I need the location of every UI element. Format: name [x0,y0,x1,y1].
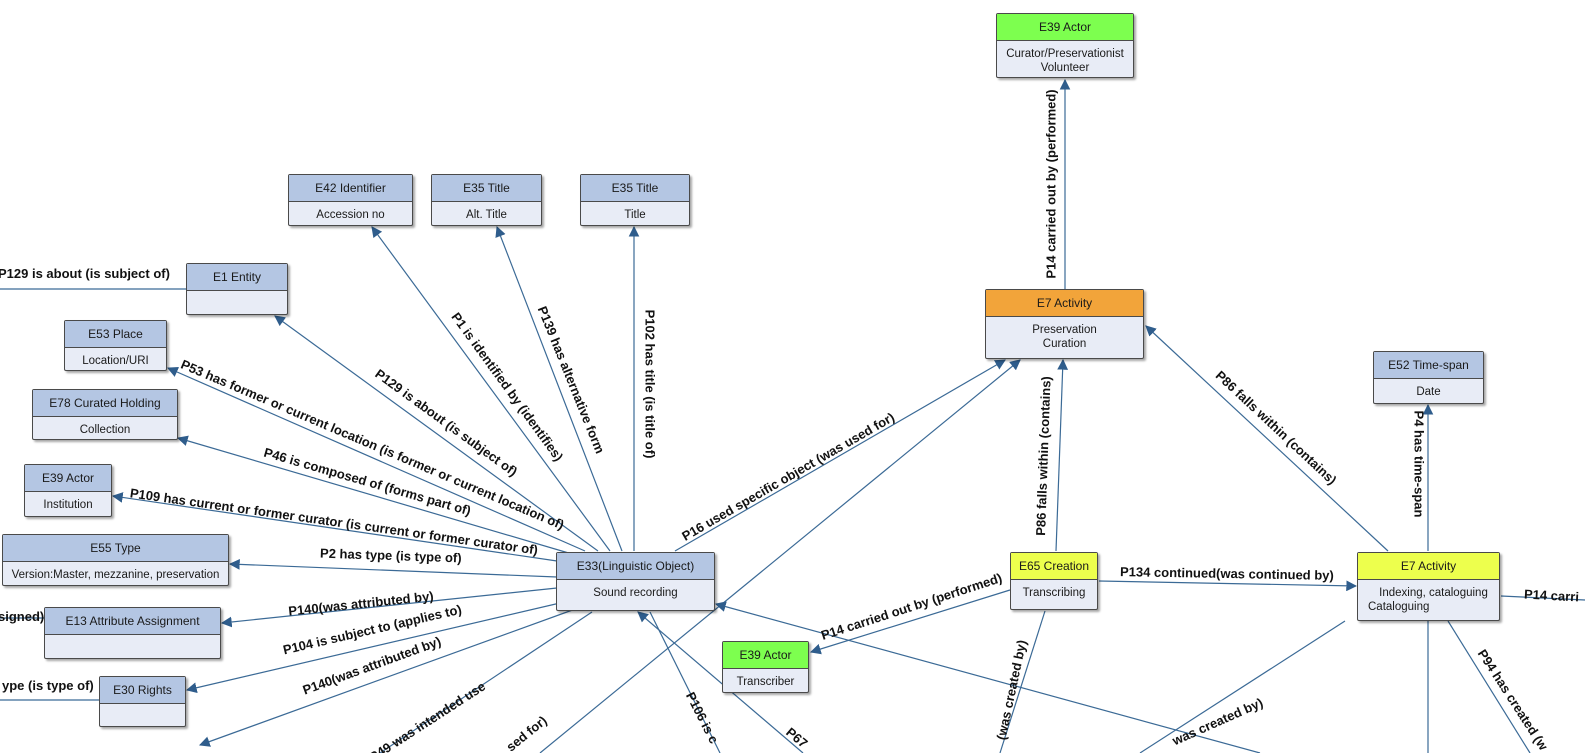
node-title-head: E35 Title [581,175,689,202]
edge-p86-creation [1055,358,1069,552]
node-actor-transcriber-body: Transcriber [723,669,808,689]
node-time-span-head: E52 Time-span [1374,352,1483,379]
node-activity-indexing[interactable]: E7 Activity Indexing, cataloguing Catalo… [1357,552,1500,621]
node-identifier-body: Accession no [289,202,412,222]
node-actor-curator-body: Curator/Preservationist Volunteer [997,41,1133,75]
node-curated-holding-body: Collection [33,417,177,437]
node-curated-holding[interactable]: E78 Curated Holding Collection [32,389,178,440]
label-p102: P102 has title (is title of) [641,309,657,459]
node-alt-title-body: Alt. Title [432,202,541,222]
node-alt-title[interactable]: E35 Title Alt. Title [431,174,542,226]
node-actor-curator-line-1: Curator/Preservationist [1006,48,1124,60]
node-actor-transcriber-line-1: Transcriber [736,676,795,688]
node-activity-preservation-body: Preservation Curation [986,317,1143,351]
edge-p14-transcriber [809,589,1011,655]
node-type[interactable]: E55 Type Version:Master, mezzanine, pres… [2,534,229,586]
node-type-body: Version:Master, mezzanine, preservation [3,562,228,582]
node-time-span[interactable]: E52 Time-span Date [1373,351,1484,404]
edge-p16 [674,359,1006,552]
edge-p134 [1098,580,1358,592]
node-activity-indexing-head: E7 Activity [1358,553,1499,580]
label-p129-top: P129 is about (is subject of) [0,266,170,281]
node-creation-body: Transcribing [1011,580,1097,600]
node-identifier[interactable]: E42 Identifier Accession no [288,174,413,226]
edge-p94 [1447,620,1531,753]
node-activity-preservation-head: E7 Activity [986,290,1143,317]
label-type-frag: ype (is type of) [2,678,94,693]
node-actor-transcriber-head: E39 Actor [723,642,808,669]
node-creation-head: E65 Creation [1011,553,1097,580]
node-time-span-line-1: Date [1416,386,1441,398]
node-title-body: Title [581,202,689,222]
node-title[interactable]: E35 Title Title [580,174,690,226]
edge-p1 [371,226,611,552]
node-entity[interactable]: E1 Entity [186,263,288,315]
node-creation[interactable]: E65 Creation Transcribing [1010,552,1098,610]
edge-p46 [176,435,573,555]
edge-p67 [637,611,804,753]
node-actor-curator[interactable]: E39 Actor Curator/Preservationist Volunt… [996,13,1134,78]
edge-p139 [495,225,623,552]
node-actor-institution-line-1: Institution [43,499,93,511]
node-place[interactable]: E53 Place Location/URI [64,320,167,371]
node-title-line-1: Title [624,209,646,221]
edge-p2 [228,558,558,578]
node-entity-head: E1 Entity [187,264,287,291]
node-place-line-1: Location/URI [82,355,149,367]
node-rights-head: E30 Rights [100,677,185,704]
node-identifier-head: E42 Identifier [289,175,412,202]
edge-p140-a [220,587,558,628]
label-p14-indexing: P14 carri [1523,586,1579,605]
edge-p140-b [198,607,579,747]
node-creation-line-1: Transcribing [1022,587,1086,599]
node-activity-indexing-body: Indexing, cataloguing Cataloguing [1358,580,1499,614]
node-actor-institution-head: E39 Actor [25,465,111,492]
node-alt-title-head: E35 Title [432,175,541,202]
node-sound-recording-line-1: Sound recording [593,587,678,599]
edge-p104 [185,602,561,694]
edge-p53 [167,366,586,552]
node-activity-indexing-line-2: Cataloguing [1368,601,1430,613]
node-type-line-1: Version:Master, mezzanine, preservation [11,569,220,581]
label-p4: P4 has time-span [1410,410,1426,518]
edge-p49 [379,611,593,753]
edge-long-created [714,601,1261,753]
node-place-head: E53 Place [65,321,166,348]
node-activity-preservation-line-2: Curation [1042,338,1087,350]
node-alt-title-line-1: Alt. Title [466,209,507,221]
edge-p16-long [539,359,1021,753]
node-attribute-assignment[interactable]: E13 Attribute Assignment [44,607,221,659]
node-sound-recording[interactable]: E33(Linguistic Object) Sound recording [556,552,715,611]
node-sound-recording-head: E33(Linguistic Object) [557,553,714,580]
node-curated-holding-head: E78 Curated Holding [33,390,177,417]
node-actor-institution[interactable]: E39 Actor Institution [24,464,112,517]
edge-p106 [649,611,721,753]
edge-p129 [274,315,599,552]
node-type-head: E55 Type [3,535,228,562]
node-actor-curator-line-2: Volunteer [1040,62,1090,74]
node-sound-recording-body: Sound recording [557,580,714,600]
node-actor-transcriber[interactable]: E39 Actor Transcriber [722,641,809,693]
node-identifier-line-1: Accession no [316,209,385,221]
node-attribute-assignment-head: E13 Attribute Assignment [45,608,220,635]
node-place-body: Location/URI [65,348,166,368]
node-curated-holding-line-1: Collection [79,424,131,436]
edge-p86-indexing [1145,325,1389,552]
edge-p109 [111,492,558,562]
edge-p14-indexing [1500,595,1585,601]
node-activity-preservation-line-1: Preservation [1032,324,1097,336]
edge-was-created-by [999,610,1046,753]
node-activity-indexing-line-1: Indexing, cataloguing [1379,587,1488,599]
node-actor-institution-body: Institution [25,492,111,512]
node-actor-curator-head: E39 Actor [997,14,1133,41]
label-p14-curator: P14 carried out by (performed) [1043,89,1059,279]
edge-indexing-down-left [1139,620,1346,753]
node-activity-preservation[interactable]: E7 Activity Preservation Curation [985,289,1144,359]
node-rights[interactable]: E30 Rights [99,676,186,727]
label-assigned-frag: signed) [0,609,45,624]
node-time-span-body: Date [1374,379,1483,399]
